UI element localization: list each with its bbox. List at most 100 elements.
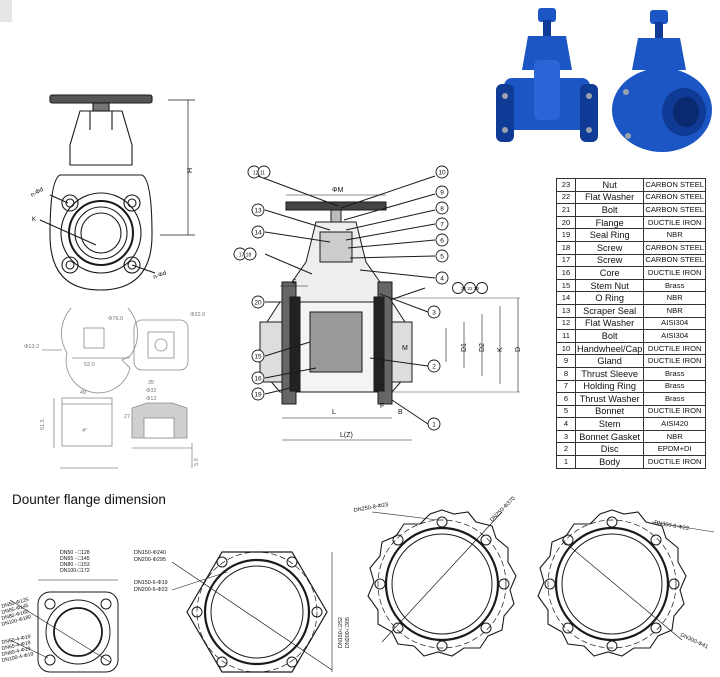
corner-tab xyxy=(0,0,12,22)
parts-cell-no: 9 xyxy=(556,354,576,368)
callout-13: 13 xyxy=(254,208,262,215)
section-title: Dounter flange dimension xyxy=(12,492,166,507)
dim-515: 51.5 xyxy=(40,419,46,430)
parts-cell-name: Gland xyxy=(574,354,645,368)
parts-cell-material: AISI304 xyxy=(643,329,706,343)
f3-pcd: DN250-Φ370 xyxy=(489,496,517,524)
parts-cell-material: CARBON STEEL xyxy=(643,253,706,268)
parts-cell-no: 8 xyxy=(556,366,576,381)
callout-17-18: 17 18 xyxy=(239,253,252,259)
parts-cell-no: 6 xyxy=(556,392,576,406)
valve-front-view-drawing: H n-Φd K n-Φd xyxy=(30,94,195,291)
k-dim-label: K xyxy=(497,347,504,352)
bolt-holes-label-bottom: n-Φd xyxy=(153,271,168,281)
callout-5: 5 xyxy=(440,254,444,261)
parts-cell-no: 20 xyxy=(556,215,576,230)
callout-15: 15 xyxy=(254,354,262,361)
parts-cell-no: 5 xyxy=(556,404,576,419)
parts-cell-material: AISI420 xyxy=(643,417,706,431)
callout-1: 1 xyxy=(432,422,436,429)
f1-size-2: DN65 - □145 xyxy=(60,556,90,562)
callout-19: 19 xyxy=(254,392,262,399)
parts-cell-no: 10 xyxy=(556,341,576,356)
parts-cell-no: 2 xyxy=(556,442,576,457)
parts-cell-material: EPDM+DI xyxy=(643,442,706,457)
parts-cell-no: 4 xyxy=(556,417,576,431)
b-label: B xyxy=(398,409,403,416)
parts-cell-name: Scraper Seal xyxy=(574,303,645,318)
f1-size-1: DN50 - □128 xyxy=(60,550,90,556)
dim-35: 35 xyxy=(148,380,154,386)
flange-dn250-drawing: DN250-8-Φ23 DN250-Φ370 xyxy=(353,496,517,657)
parts-cell-name: Seal Ring xyxy=(574,228,645,242)
parts-cell-material: Brass xyxy=(643,379,706,394)
f2-holes-2: DN200-6-Φ23 xyxy=(134,587,168,593)
parts-cell-material: DUCTILE IRON xyxy=(643,455,706,469)
parts-cell-name: O Ring xyxy=(574,291,645,305)
parts-cell-no: 14 xyxy=(556,291,576,305)
parts-cell-name: Disc xyxy=(574,442,645,457)
f4-pcd: DN300-Φ41 xyxy=(679,632,709,650)
parts-cell-name: Core xyxy=(574,266,645,280)
parts-cell-material: DUCTILE IRON xyxy=(643,404,706,419)
parts-cell-no: 3 xyxy=(556,429,576,444)
parts-cell-no: 1 xyxy=(556,455,576,469)
callout-20: 20 xyxy=(254,300,262,307)
dim-520: 52.0 xyxy=(84,362,95,368)
parts-cell-name: Nut xyxy=(574,178,645,192)
parts-cell-name: Bonnet Gasket xyxy=(574,429,645,444)
parts-cell-no: 16 xyxy=(556,266,576,280)
f4-holes: DN300-8-Φ23 xyxy=(654,520,689,532)
parts-cell-name: Thrust Sleeve xyxy=(574,366,645,381)
parts-cell-material: DUCTILE IRON xyxy=(643,266,706,280)
parts-cell-name: Flat Washer xyxy=(574,190,645,205)
f1-size-3: DN80 - □153 xyxy=(60,562,90,568)
parts-cell-material: NBR xyxy=(643,303,706,318)
parts-cell-name: Stem Nut xyxy=(574,278,645,293)
parts-cell-no: 12 xyxy=(556,316,576,331)
dim-49: 49 xyxy=(80,390,86,396)
dim-4deg: 4° xyxy=(82,428,87,434)
parts-cell-material: CARBON STEEL xyxy=(643,203,706,217)
cap-detail-drawing: Φ76.0 Φ32.0 Φ13.2 52.0 49 35 Φ32 Φ12 51.… xyxy=(24,308,205,469)
callout-9: 9 xyxy=(440,190,444,197)
callout-7: 7 xyxy=(440,222,444,229)
valve-cross-section-drawing: ΦM S B F L L(Z) D K D2 D1 M 10 9 8 7 6 5… xyxy=(233,165,522,441)
dim-50: 5.0 xyxy=(194,458,200,466)
parts-cell-no: 21 xyxy=(556,203,576,217)
f1-size-4: DN100-□172 xyxy=(60,568,90,574)
callout-10: 10 xyxy=(438,170,446,177)
parts-cell-name: Screw xyxy=(574,240,645,255)
f2-pcd-2: DN200-Φ295 xyxy=(134,557,166,563)
phi-m-label: ΦM xyxy=(332,187,344,194)
l1-label: L(Z) xyxy=(340,432,353,439)
parts-cell-no: 15 xyxy=(556,278,576,293)
parts-cell-no: 22 xyxy=(556,190,576,205)
dia-760: Φ76.0 xyxy=(108,316,123,322)
parts-cell-material: DUCTILE IRON xyxy=(643,354,706,368)
f-label: F xyxy=(380,403,384,410)
parts-cell-name: Bolt xyxy=(574,329,645,343)
f2-side-2: DN200-□305 xyxy=(345,617,351,648)
s-label: S xyxy=(292,279,297,286)
parts-cell-material: Brass xyxy=(643,392,706,406)
parts-cell-material: DUCTILE IRON xyxy=(643,341,706,356)
parts-cell-no: 7 xyxy=(556,379,576,394)
callout-8: 8 xyxy=(440,206,444,213)
parts-cell-material: AISI304 xyxy=(643,316,706,331)
callout-21-22-23: 21 22 23 xyxy=(461,286,479,291)
